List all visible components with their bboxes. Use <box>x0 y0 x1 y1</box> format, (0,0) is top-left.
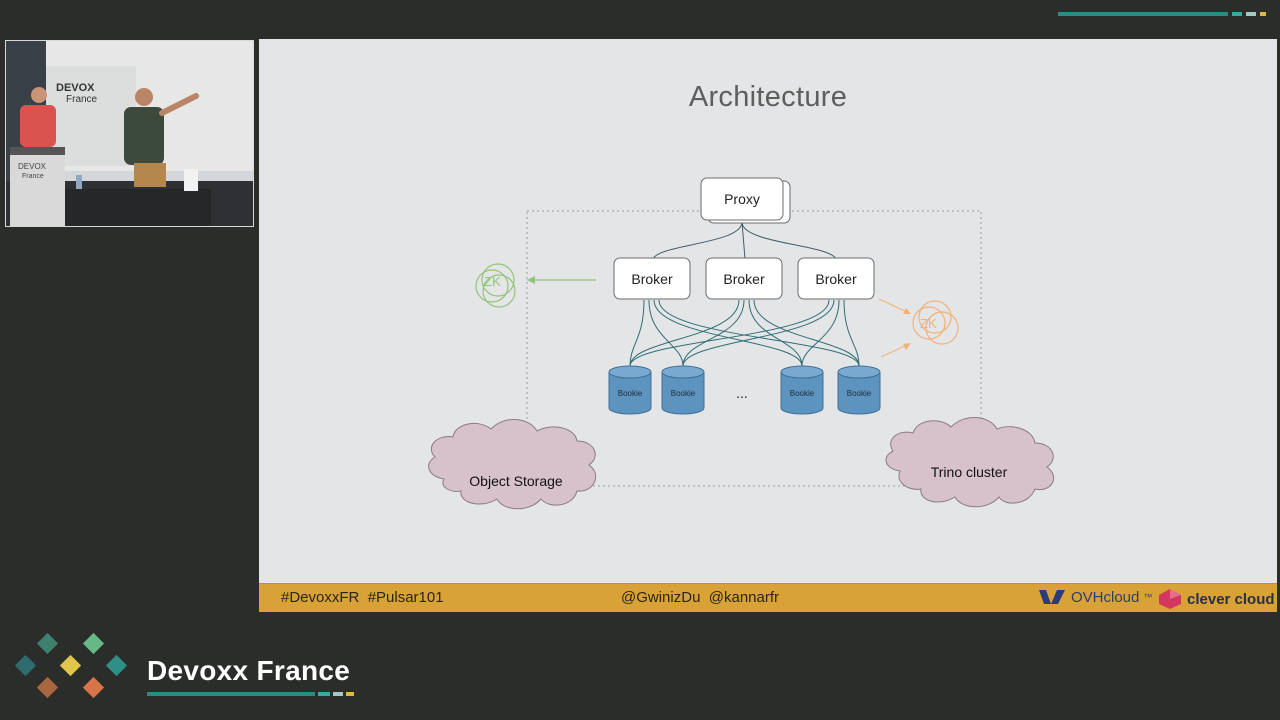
sponsor-clever-cloud-label: clever cloud <box>1187 590 1275 608</box>
footer-handles: @GwinizDu @kannarfr <box>621 589 779 606</box>
presentation-slide: Architecture Proxy <box>259 39 1277 612</box>
slide-title: Architecture <box>688 81 848 113</box>
bookie-ellipsis: ... <box>736 385 748 401</box>
zk-arrowhead-green <box>527 276 535 284</box>
footer-hashtags: #DevoxxFR #Pulsar101 <box>281 589 444 606</box>
bookie-label-2: Bookie <box>671 389 696 398</box>
speaker-video: DEVOX France DEVOX France <box>5 40 254 227</box>
zk-label-orange: ZK <box>920 316 937 331</box>
conference-branding: Devoxx France <box>14 632 374 710</box>
bookie-label-4: Bookie <box>847 389 872 398</box>
lectern-logo-line1: DEVOX <box>18 162 47 171</box>
trino-cluster-label: Trino cluster <box>931 464 1008 480</box>
zk-arrow-orange-1 <box>878 298 908 313</box>
architecture-diagram: Proxy Broker Broker Broker Bookie Bookie… <box>428 177 1055 510</box>
broker-bookie-links <box>629 299 860 367</box>
zk-arrowhead-orange-2 <box>903 343 911 350</box>
clever-cloud-logo-icon <box>1159 589 1181 609</box>
broker-label-2: Broker <box>723 271 765 287</box>
sponsor-ovhcloud-tm: ™ <box>1143 592 1153 602</box>
broker-box-1 <box>613 257 691 300</box>
zk-label-green: ZK <box>484 274 501 289</box>
zk-cluster-green <box>475 263 516 308</box>
proxy-label: Proxy <box>724 191 760 207</box>
trino-cluster-cloud <box>885 417 1055 508</box>
conference-name-underline <box>147 692 354 696</box>
bookie-2: Bookie <box>661 365 705 415</box>
top-accent-bar <box>1058 12 1266 16</box>
proxy-broker-links <box>652 221 837 260</box>
zk-arrow-orange-2 <box>880 344 908 358</box>
conference-name: Devoxx France <box>147 655 351 686</box>
broker-box-3 <box>797 257 875 300</box>
broker-label-1: Broker <box>631 271 673 287</box>
bookie-4: Bookie <box>837 365 881 415</box>
object-storage-cloud <box>428 419 597 510</box>
proxy-box <box>700 177 784 221</box>
slide-footer: #DevoxxFR #Pulsar101 @GwinizDu @kannarfr… <box>259 583 1277 612</box>
backdrop-logo-line2: France <box>66 94 98 105</box>
bookie-label-1: Bookie <box>618 389 643 398</box>
bookie-label-3: Bookie <box>790 389 815 398</box>
bookie-3: Bookie <box>780 365 824 415</box>
broker-box-2 <box>705 257 783 300</box>
ovhcloud-logo-icon <box>1039 590 1065 604</box>
lectern-logo-line2: France <box>22 173 44 180</box>
zk-cluster-orange <box>912 300 959 345</box>
object-storage-label: Object Storage <box>469 473 563 489</box>
sponsor-ovhcloud-label: OVHcloud <box>1071 588 1140 606</box>
sponsor-clever-cloud: clever cloud <box>1157 588 1275 610</box>
broker-label-3: Broker <box>815 271 857 287</box>
backdrop-logo-line1: DEVOX <box>56 82 95 94</box>
zk-arrowhead-orange-1 <box>903 308 911 314</box>
devoxx-logo-icon <box>14 632 128 699</box>
speaker-video-scene: DEVOX France DEVOX France <box>6 41 253 226</box>
bookie-1: Bookie <box>608 365 652 415</box>
